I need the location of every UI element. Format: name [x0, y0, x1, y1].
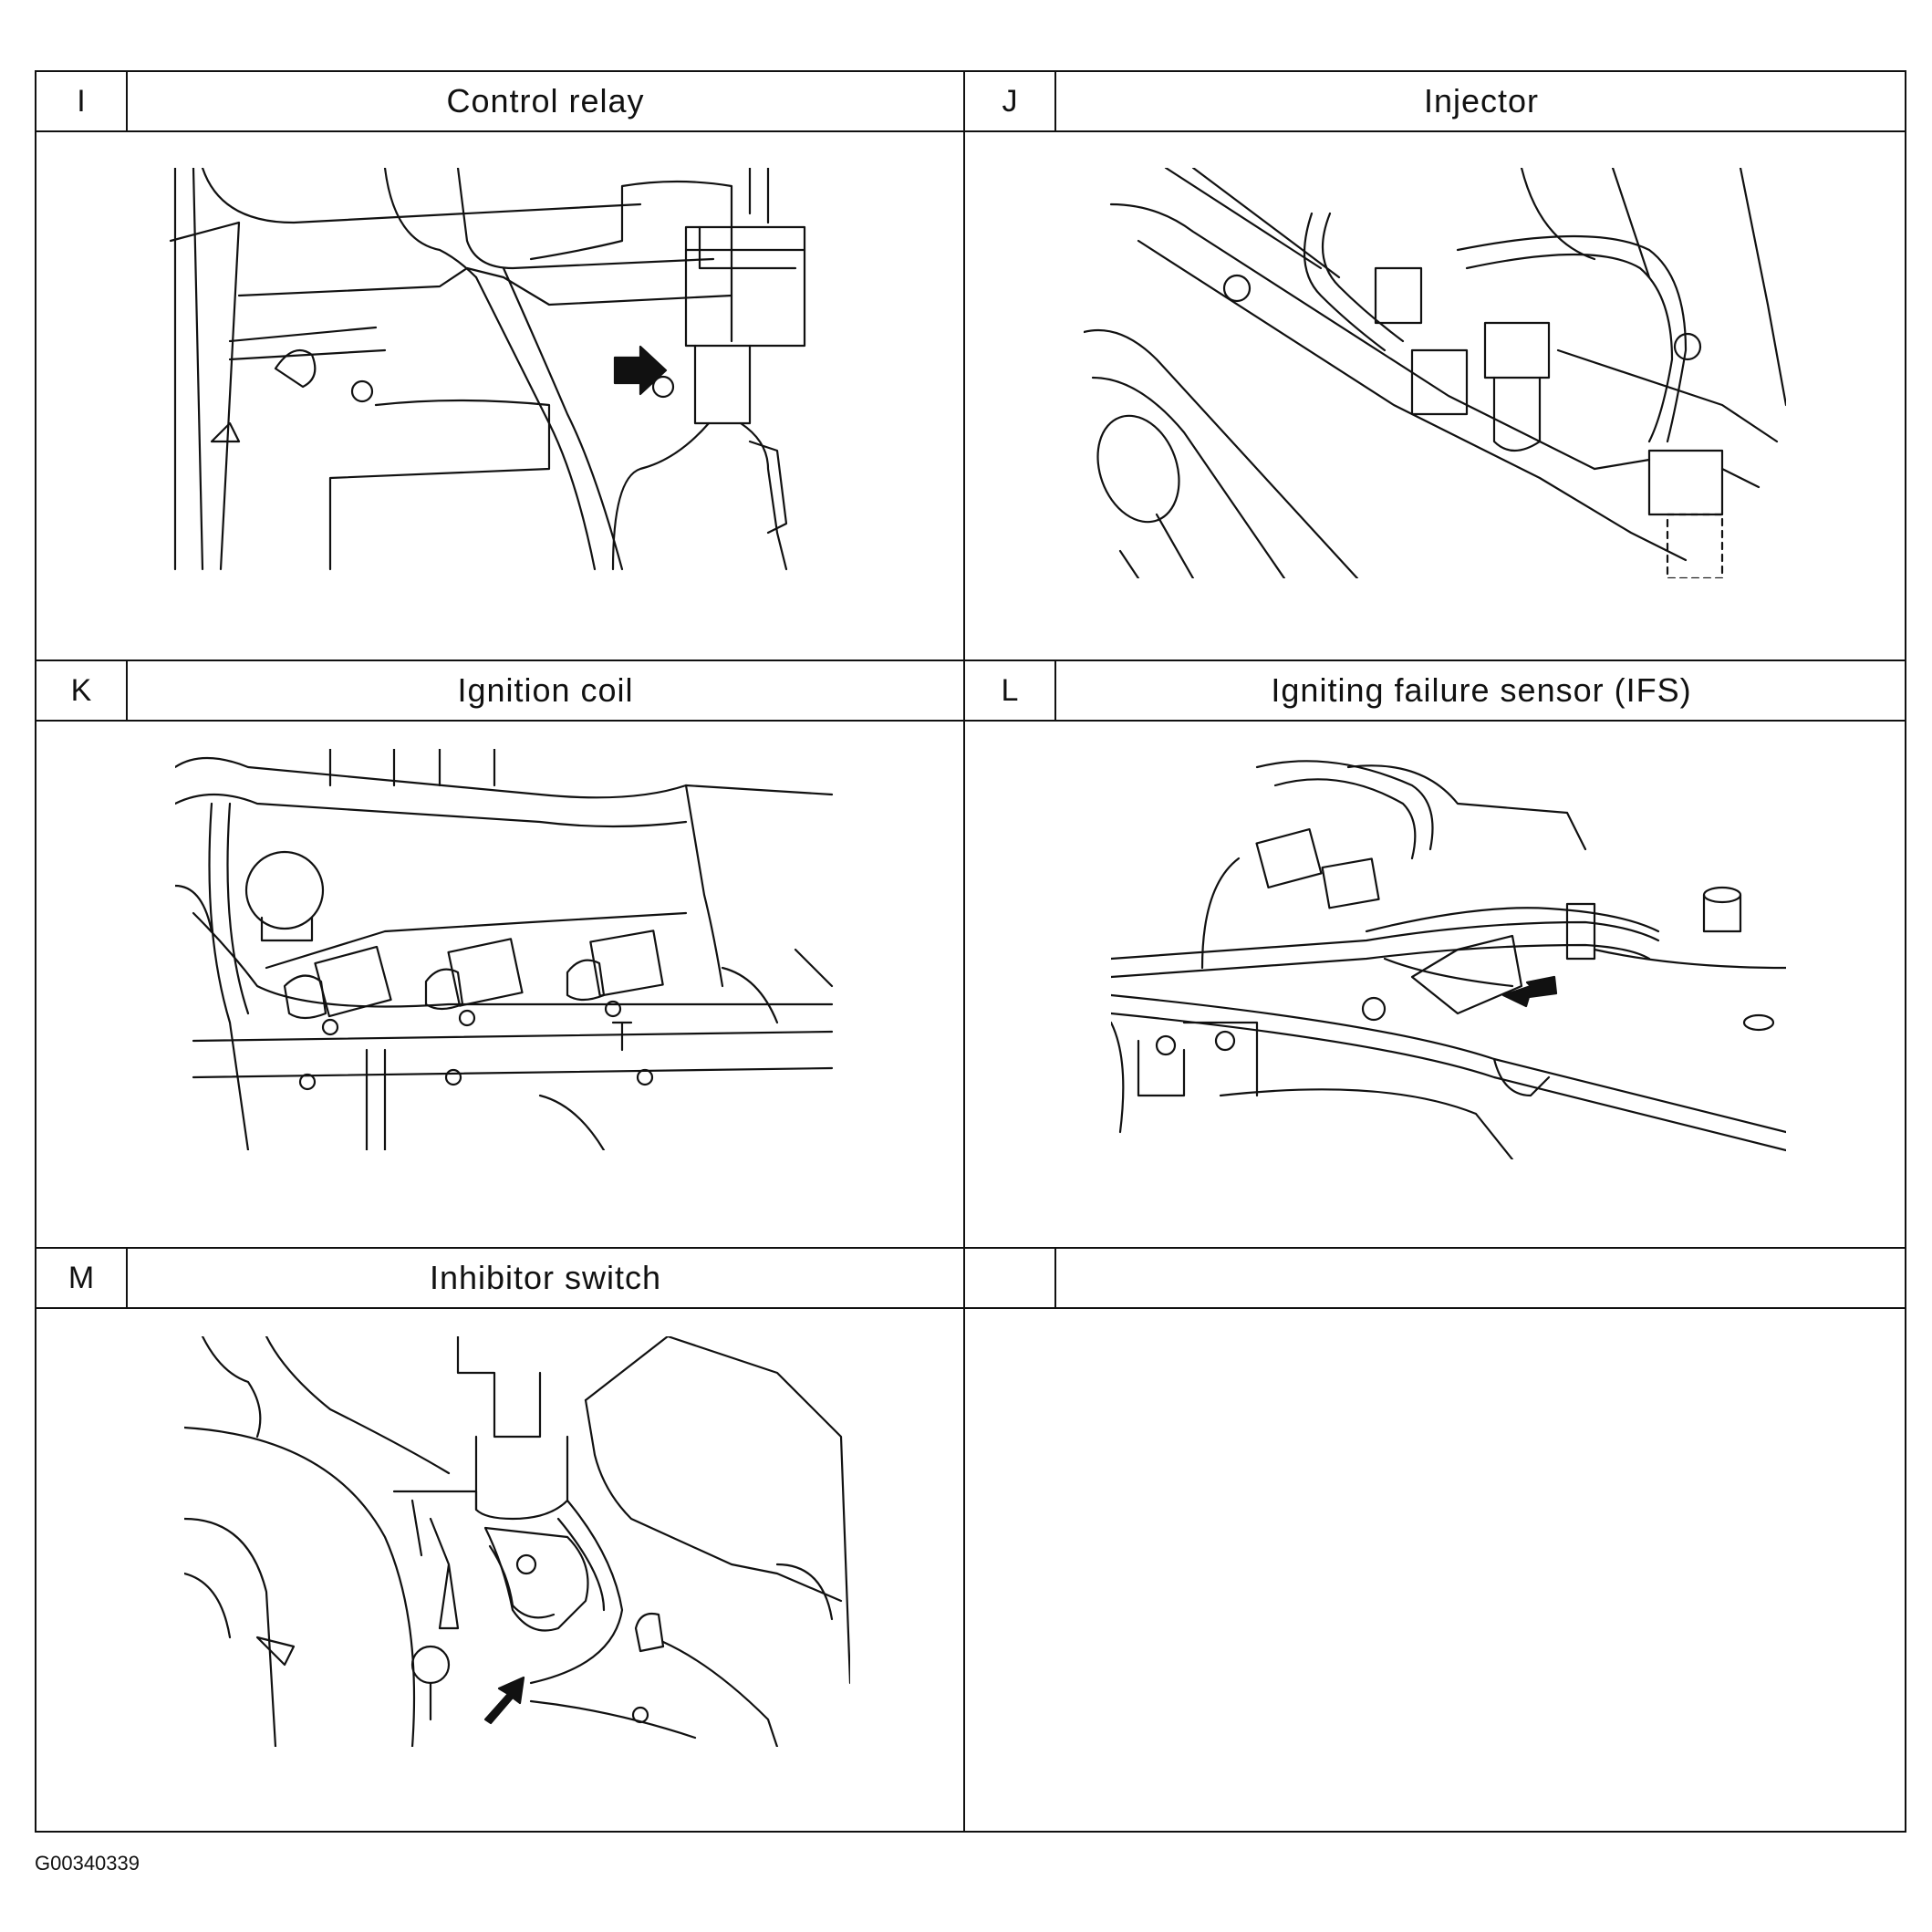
panel-title: Control relay	[446, 82, 645, 119]
panel-header: L Igniting failure sensor (IFS)	[965, 661, 1906, 722]
figure-code: G00340339	[35, 1852, 140, 1875]
panel-letter: M	[36, 1249, 128, 1307]
ignition-coil-illustration	[175, 749, 834, 1150]
panel-letter	[965, 1249, 1056, 1307]
inhibitor-switch-drawing	[184, 1336, 850, 1747]
control-relay-illustration	[169, 168, 806, 571]
panel-letter: I	[36, 72, 128, 130]
ignition-coil-drawing	[175, 749, 841, 1150]
panel-title	[1056, 1249, 1906, 1307]
panel-header: I Control relay	[36, 72, 963, 132]
panel-igniting-failure-sensor: L Igniting failure sensor (IFS)	[965, 661, 1906, 1247]
panel-inhibitor-switch: M Inhibitor switch	[36, 1249, 965, 1833]
panel-header: M Inhibitor switch	[36, 1249, 963, 1309]
diagram-row-1: I Control relay	[36, 72, 1906, 661]
injector-illustration	[1084, 168, 1786, 578]
panel-title: Igniting failure sensor (IFS)	[1271, 671, 1692, 709]
diagram-sheet: I Control relay	[35, 70, 1906, 1833]
panel-ignition-coil: K Ignition coil	[36, 661, 965, 1247]
diagram-row-3: M Inhibitor switch	[36, 1249, 1906, 1833]
panel-title: Inhibitor switch	[429, 1259, 662, 1296]
panel-header	[965, 1249, 1906, 1309]
injector-drawing	[1084, 168, 1786, 578]
ifs-illustration	[1111, 760, 1786, 1159]
panel-header: K Ignition coil	[36, 661, 963, 722]
control-relay-drawing	[166, 168, 832, 578]
diagram-row-2: K Ignition coil	[36, 661, 1906, 1249]
panel-control-relay: I Control relay	[36, 72, 965, 660]
panel-letter: J	[965, 72, 1056, 130]
inhibitor-switch-illustration	[184, 1336, 850, 1747]
panel-letter: K	[36, 661, 128, 720]
panel-injector: J Injector	[965, 72, 1906, 660]
panel-title: Injector	[1423, 82, 1540, 119]
ifs-drawing	[1111, 749, 1786, 1159]
panel-empty	[965, 1249, 1906, 1833]
panel-letter: L	[965, 661, 1056, 720]
panel-header: J Injector	[965, 72, 1906, 132]
panel-title: Ignition coil	[457, 671, 634, 709]
